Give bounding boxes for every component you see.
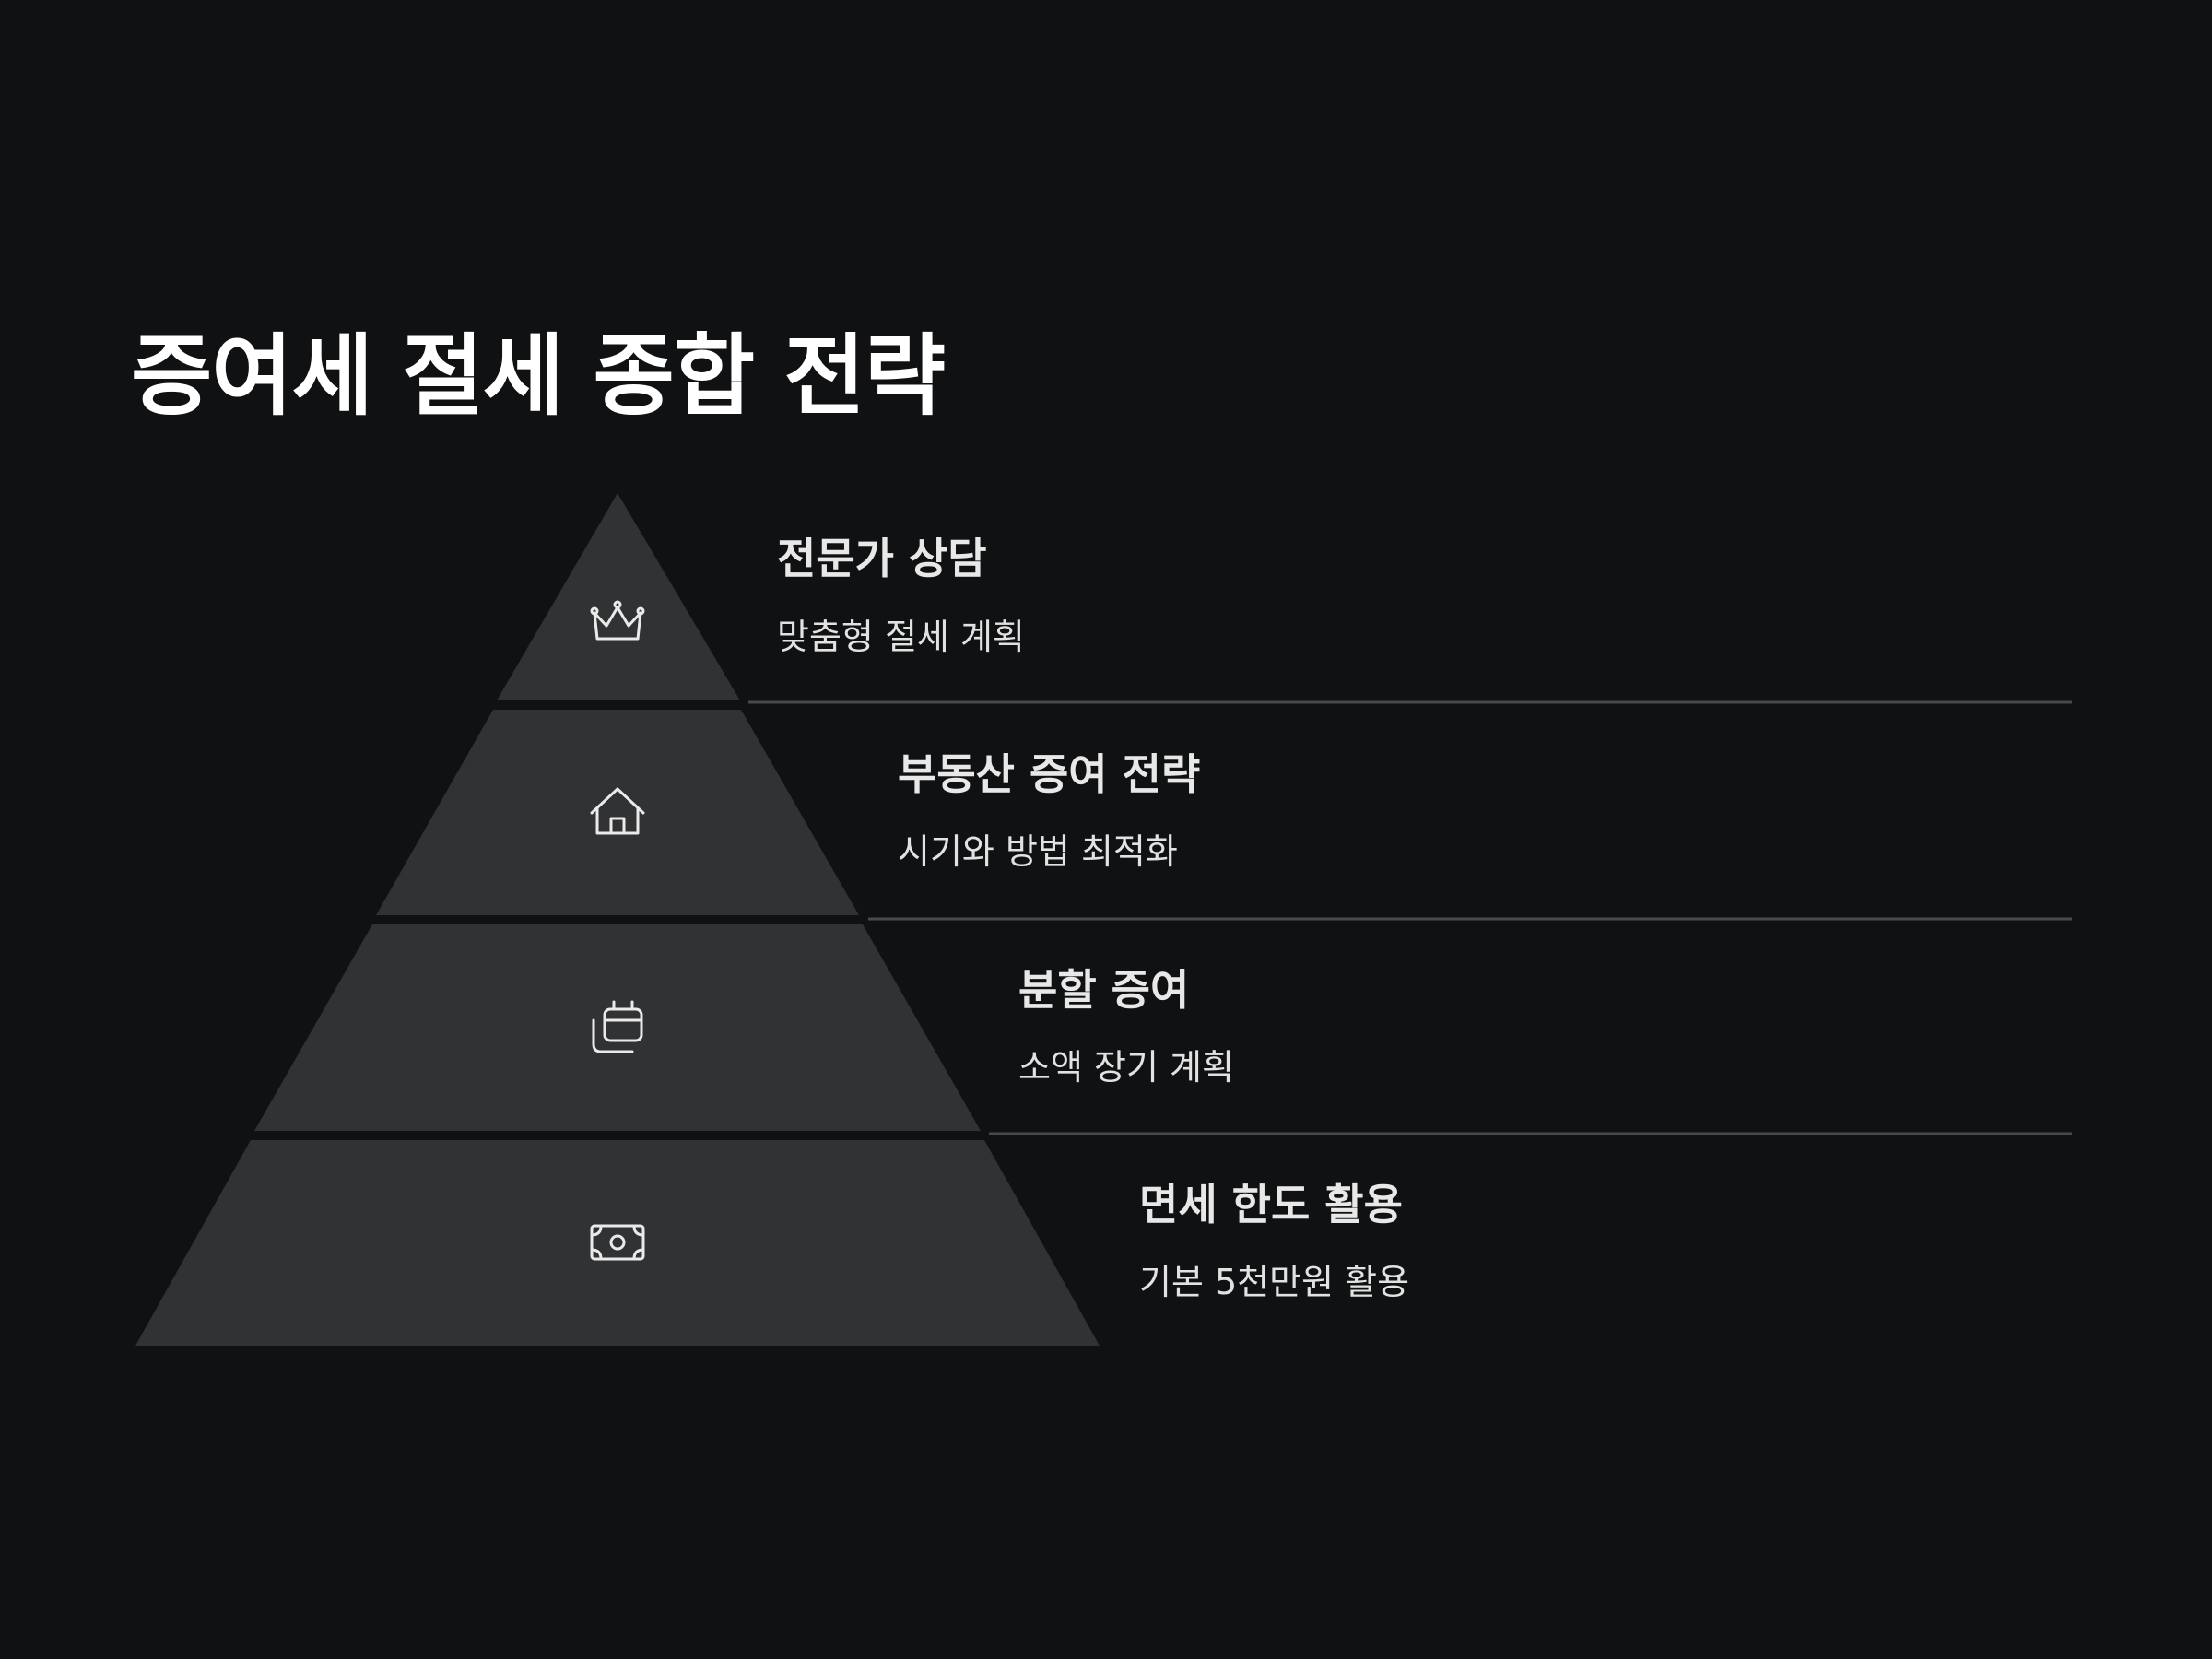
tier-2-title: 부동산 증여 전략 bbox=[898, 749, 1201, 799]
tier-4-description: 기본 5천만원 활용 bbox=[1139, 1262, 1410, 1302]
tier-4-title: 면세 한도 활용 bbox=[1139, 1180, 1403, 1230]
page-title: 증여세 절세 종합 전략 bbox=[131, 324, 946, 428]
pyramid-tier-2 bbox=[376, 710, 859, 915]
tier-3-description: 소액 장기 계획 bbox=[1018, 1047, 1234, 1088]
crown-icon bbox=[590, 600, 645, 641]
tier-2-description: 시기와 방법 최적화 bbox=[898, 831, 1178, 872]
pyramid-tier-1 bbox=[497, 493, 740, 700]
home-icon bbox=[590, 787, 645, 835]
pyramid-tier-4 bbox=[135, 1140, 1100, 1346]
tier-1-description: 맞춤형 절세 계획 bbox=[777, 617, 1025, 657]
tier-3-title: 분할 증여 bbox=[1018, 965, 1190, 1015]
pyramid-tier-3 bbox=[254, 924, 981, 1131]
tier-1-title: 전문가 상담 bbox=[777, 534, 987, 583]
calendar-stack-icon bbox=[592, 1000, 643, 1053]
banknote-icon bbox=[590, 1224, 645, 1261]
